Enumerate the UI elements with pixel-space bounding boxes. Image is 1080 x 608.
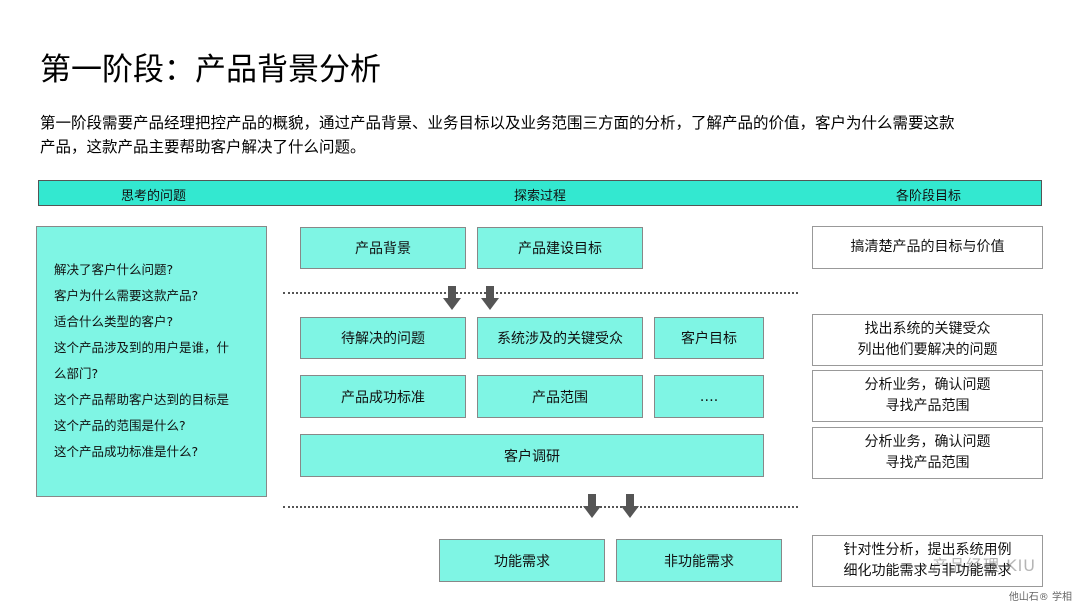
box-success-criteria: 产品成功标准 [300, 375, 466, 418]
box-functional-req: 功能需求 [439, 539, 605, 582]
arrow-down-icon [481, 286, 499, 310]
goal-text: 细化功能需求与非功能需求 [843, 563, 1012, 579]
header-process: 探索过程 [514, 189, 567, 204]
goal-box-1: 搞清楚产品的目标与价值 [812, 226, 1043, 269]
goal-text: 找出系统的关键受众 [864, 321, 991, 337]
goal-box-3: 分析业务，确认问题 寻找产品范围 [812, 370, 1043, 422]
question-item: 这个产品帮助客户达到的目标是 [54, 392, 230, 407]
box-product-background: 产品背景 [300, 227, 466, 269]
goal-text: 针对性分析，提出系统用例 [843, 542, 1012, 558]
goal-box-5: 针对性分析，提出系统用例 细化功能需求与非功能需求 [812, 535, 1043, 587]
intro-text: 第一阶段需要产品经理把控产品的概貌，通过产品背景、业务目标以及业务范围三方面的分… [40, 111, 1050, 159]
page-title: 第一阶段：产品背景分析 [40, 52, 381, 88]
header-goals: 各阶段目标 [896, 189, 962, 204]
question-item: 客户为什么需要这款产品? [54, 288, 199, 303]
box-customer-goal: 客户目标 [654, 317, 764, 359]
box-nonfunctional-req: 非功能需求 [616, 539, 782, 582]
arrow-down-icon [621, 494, 639, 518]
question-item: 这个产品的范围是什么? [54, 418, 186, 433]
box-product-scope: 产品范围 [477, 375, 643, 418]
box-problems: 待解决的问题 [300, 317, 466, 359]
box-more: …. [654, 375, 764, 418]
goal-text: 搞清楚产品的目标与价值 [850, 239, 1005, 255]
arrow-down-icon [583, 494, 601, 518]
goal-text: 寻找产品范围 [885, 455, 970, 471]
goal-text: 分析业务，确认问题 [864, 434, 991, 450]
box-customer-research: 客户调研 [300, 434, 764, 477]
divider-dotted-1 [283, 292, 798, 294]
question-item: 解决了客户什么问题? [54, 262, 174, 277]
question-item: 这个产品成功标准是什么? [54, 444, 199, 459]
question-item: 这个产品涉及到的用户是谁，什 [54, 340, 230, 355]
credit-text: 他山石® 学相 [1008, 592, 1072, 603]
goal-box-2: 找出系统的关键受众 列出他们要解决的问题 [812, 314, 1043, 366]
question-item: 适合什么类型的客户? [54, 314, 174, 329]
box-build-goal: 产品建设目标 [477, 227, 643, 269]
goal-text: 列出他们要解决的问题 [857, 342, 998, 358]
questions-box: 解决了客户什么问题? 客户为什么需要这款产品? 适合什么类型的客户? 这个产品涉… [36, 226, 267, 497]
goal-box-4: 分析业务，确认问题 寻找产品范围 [812, 427, 1043, 479]
arrow-down-icon [443, 286, 461, 310]
intro-line-2: 产品，这款产品主要帮助客户解决了什么问题。 [40, 138, 366, 156]
watermark: 产品经理 KIU [931, 556, 1036, 575]
goal-text: 分析业务，确认问题 [864, 377, 991, 393]
intro-line-1: 第一阶段需要产品经理把控产品的概貌，通过产品背景、业务目标以及业务范围三方面的分… [40, 114, 955, 132]
column-header-bar: 思考的问题 探索过程 各阶段目标 [38, 180, 1042, 206]
divider-dotted-2 [283, 506, 798, 508]
box-stakeholders: 系统涉及的关键受众 [477, 317, 643, 359]
question-item: 么部门? [54, 366, 99, 381]
header-questions: 思考的问题 [121, 189, 187, 204]
goal-text: 寻找产品范围 [885, 398, 970, 414]
